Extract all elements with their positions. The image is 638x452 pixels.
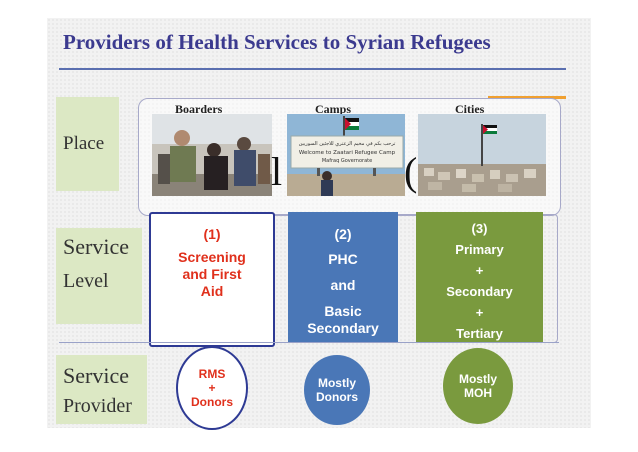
provider-1-line: + bbox=[208, 381, 215, 395]
provider-2-line: Donors bbox=[316, 390, 358, 404]
row-label-service-level-line1: Service bbox=[63, 234, 129, 260]
service-level-3-number: (3) bbox=[416, 218, 543, 239]
service-level-3-line: + bbox=[416, 302, 543, 323]
provider-3-line: Mostly bbox=[459, 372, 497, 386]
provider-1-line: RMS bbox=[199, 367, 226, 381]
overlay-glyph-left: l bbox=[271, 148, 282, 195]
camp-sign-governorate: Mafraq Governorate bbox=[322, 158, 372, 164]
overlay-glyph-right: ( bbox=[404, 148, 417, 195]
service-level-3-line: Secondary bbox=[416, 281, 543, 302]
section-divider bbox=[59, 342, 559, 343]
service-level-1-line: Screening bbox=[151, 249, 273, 266]
provider-1-line: Donors bbox=[191, 395, 233, 409]
provider-1-oval: RMS + Donors bbox=[176, 346, 248, 430]
title-underline bbox=[59, 68, 566, 70]
service-level-3-line: + bbox=[416, 260, 543, 281]
provider-2-oval: Mostly Donors bbox=[304, 355, 370, 425]
service-level-2-line: PHC bbox=[288, 251, 398, 268]
row-label-service-provider-line1: Service bbox=[63, 363, 129, 389]
row-label-service-level-line2: Level bbox=[63, 270, 109, 293]
provider-3-line: MOH bbox=[464, 386, 492, 400]
row-label-service-provider-line2: Provider bbox=[63, 395, 132, 418]
city-photo bbox=[418, 114, 546, 196]
provider-2-line: Mostly bbox=[318, 376, 356, 390]
slide-title: Providers of Health Services to Syrian R… bbox=[63, 30, 491, 55]
service-level-1-line: and First bbox=[151, 266, 273, 283]
row-label-place-text: Place bbox=[63, 133, 104, 155]
provider-3-oval: Mostly MOH bbox=[443, 348, 513, 424]
service-level-2-line: Secondary bbox=[288, 320, 398, 337]
service-level-3-line: Primary bbox=[416, 239, 543, 260]
service-level-1-number: (1) bbox=[151, 226, 273, 243]
row-label-service-level: Service Level bbox=[56, 228, 142, 324]
service-level-2-number: (2) bbox=[288, 226, 398, 243]
row-label-place: Place bbox=[56, 97, 119, 191]
service-level-2-box: (2) PHC and Basic Secondary bbox=[288, 212, 398, 342]
service-level-3-box: (3) Primary + Secondary + Tertiary bbox=[416, 212, 543, 342]
service-level-3-line: Tertiary bbox=[416, 323, 543, 344]
camp-sign-arabic: ترحب بكم في مخيم الزعتري للاجئين السوريي… bbox=[299, 141, 396, 147]
service-level-2-line: Basic bbox=[288, 303, 398, 320]
row-label-service-provider: Service Provider bbox=[56, 355, 147, 424]
service-level-1-line: Aid bbox=[151, 283, 273, 300]
refugee-camp-photo: ترحب بكم في مخيم الزعتري للاجئين السوريي… bbox=[287, 114, 405, 196]
border-crossing-photo bbox=[152, 114, 272, 196]
camp-sign-english: Welcome to Zaatari Refugee Camp bbox=[299, 150, 396, 156]
service-level-2-line: and bbox=[288, 277, 398, 294]
service-level-1-box: (1) Screening and First Aid bbox=[149, 212, 275, 347]
